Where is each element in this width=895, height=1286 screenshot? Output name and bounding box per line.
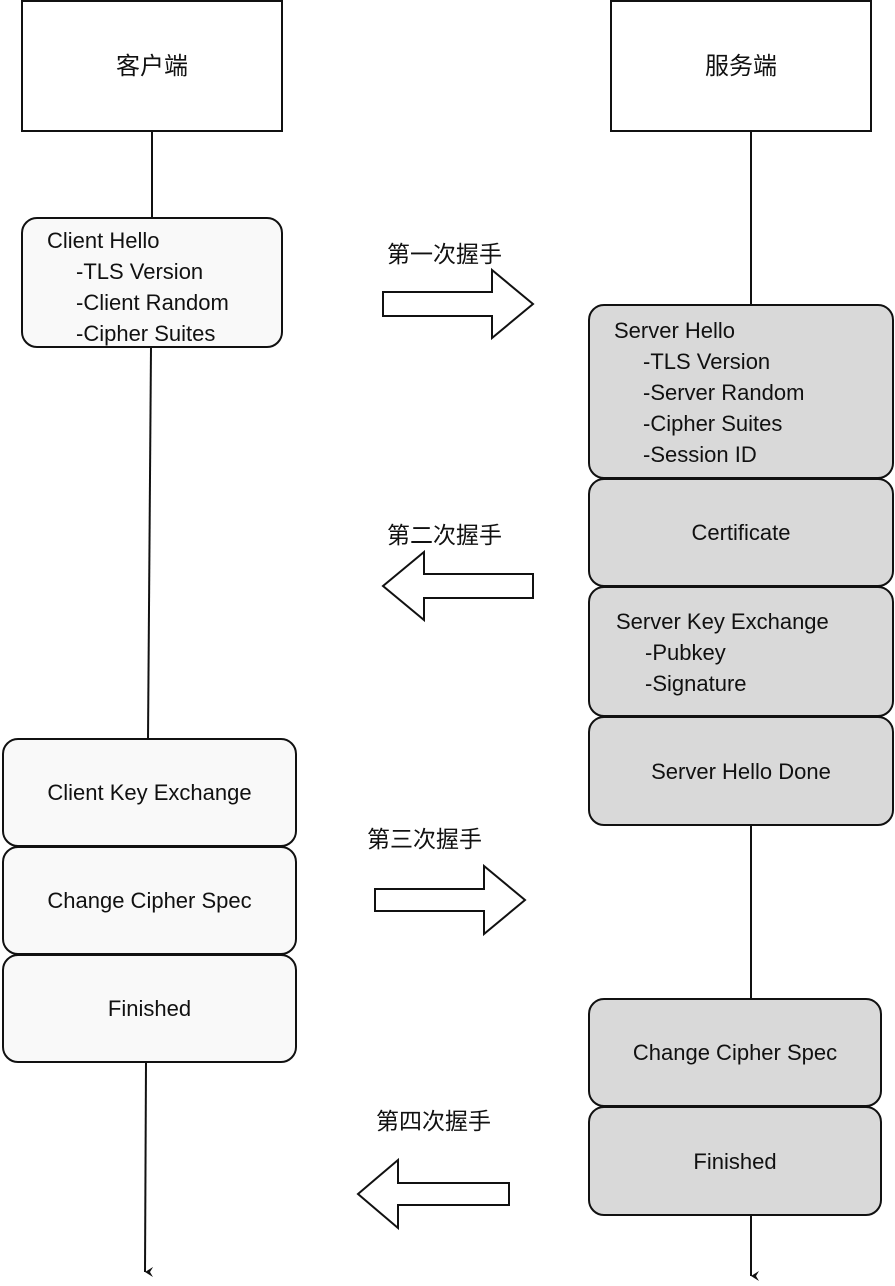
client-finished-label: Finished bbox=[107, 996, 192, 1021]
handshake-4-arrow-left-icon bbox=[356, 1157, 510, 1231]
client-lifeline-middle bbox=[147, 346, 152, 740]
handshake-3-arrow-right-icon bbox=[374, 863, 527, 937]
server-change-cipher-spec-label: Change Cipher Spec bbox=[632, 1040, 838, 1065]
server-key-exchange-field: -Signature bbox=[645, 671, 747, 696]
client-hello-box: Client Hello -TLS Version -Client Random… bbox=[21, 217, 283, 348]
client-hello-field: -Client Random bbox=[76, 290, 229, 315]
client-lifeline-bottom bbox=[144, 1061, 154, 1278]
client-actor-label: 客户端 bbox=[116, 52, 188, 80]
handshake-2-label: 第二次握手 bbox=[387, 522, 502, 548]
client-finished-box: Finished bbox=[2, 954, 297, 1063]
handshake-3-label: 第三次握手 bbox=[367, 826, 482, 852]
server-hello-field: -Session ID bbox=[643, 442, 757, 467]
client-change-cipher-spec-label: Change Cipher Spec bbox=[47, 888, 252, 913]
handshake-4-label: 第四次握手 bbox=[376, 1108, 491, 1134]
server-actor-label: 服务端 bbox=[705, 52, 777, 80]
server-hello-field: -Cipher Suites bbox=[643, 411, 783, 436]
server-finished-box: Finished bbox=[588, 1106, 882, 1216]
server-key-exchange-box: Server Key Exchange -Pubkey -Signature bbox=[588, 586, 894, 717]
server-hello-box: Server Hello -TLS Version -Server Random… bbox=[588, 304, 894, 479]
client-key-exchange-label: Client Key Exchange bbox=[47, 780, 252, 805]
server-hello-done-box: Server Hello Done bbox=[588, 716, 894, 826]
client-hello-title: Client Hello bbox=[47, 228, 160, 253]
client-hello-field: -Cipher Suites bbox=[76, 321, 216, 346]
server-hello-title: Server Hello bbox=[614, 318, 736, 343]
handshake-1-arrow-right-icon bbox=[382, 267, 535, 341]
client-hello-field: -TLS Version bbox=[76, 259, 204, 284]
certificate-box: Certificate bbox=[588, 478, 894, 587]
server-hello-field: -TLS Version bbox=[643, 349, 771, 374]
server-hello-field: -Server Random bbox=[643, 380, 805, 405]
certificate-label: Certificate bbox=[691, 520, 791, 545]
server-key-exchange-field: -Pubkey bbox=[645, 640, 726, 665]
server-hello-done-label: Server Hello Done bbox=[651, 758, 831, 784]
client-change-cipher-spec-box: Change Cipher Spec bbox=[2, 846, 297, 955]
client-actor-box: 客户端 bbox=[21, 0, 283, 132]
client-key-exchange-box: Client Key Exchange bbox=[2, 738, 297, 847]
server-finished-label: Finished bbox=[693, 1148, 777, 1174]
handshake-2-arrow-left-icon bbox=[381, 549, 534, 623]
server-change-cipher-spec-box: Change Cipher Spec bbox=[588, 998, 882, 1107]
server-key-exchange-title: Server Key Exchange bbox=[616, 609, 829, 634]
server-actor-box: 服务端 bbox=[610, 0, 872, 132]
handshake-1-label: 第一次握手 bbox=[387, 241, 502, 267]
